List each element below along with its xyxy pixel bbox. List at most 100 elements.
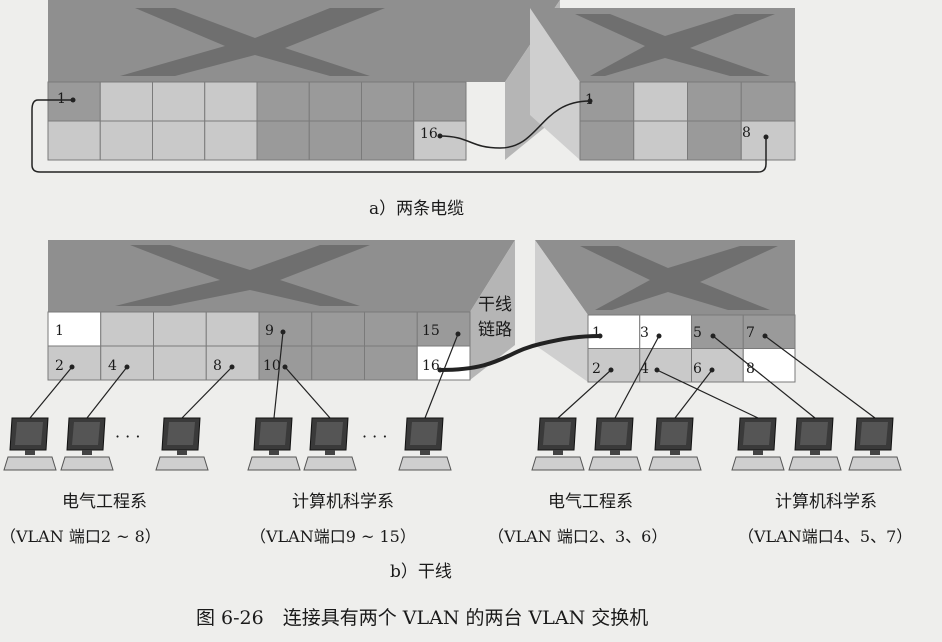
port-label: 2 [55,358,64,374]
cable-dot [70,97,76,103]
computer-icon [848,417,902,471]
trunk-label: 链路 [478,320,512,340]
switch-port [99,81,153,122]
port-label: 2 [592,361,601,377]
keyboard [588,456,642,471]
host-cables [29,329,876,419]
group-ports: （VLAN端口4、5、7） [738,527,912,546]
host-cable [424,333,459,419]
computer-icon [247,417,301,471]
screen [660,422,688,445]
port-label: 8 [746,361,755,377]
switch-port [413,81,467,122]
computer-icon [648,417,702,471]
cable-dot [229,364,235,370]
switch-port [308,81,362,122]
port-label: 8 [742,125,751,141]
port-label: 16 [422,358,440,374]
ellipsis: · · · [362,427,387,446]
host-cable [29,366,73,419]
port-label: 7 [746,325,755,341]
screen [800,422,828,445]
switch-side-face [535,240,588,382]
cable-dot [762,333,768,339]
stand [325,450,335,455]
cable-dot [124,364,130,370]
host-cable [656,369,759,419]
switch-port [416,311,471,347]
port-label: 10 [263,358,281,374]
cable-dot [597,333,603,339]
port-grid [579,81,796,161]
switch-port [633,81,688,122]
keyboard [398,456,452,471]
computer-icon [588,417,642,471]
host-cable [284,366,331,419]
switch-port [258,311,313,347]
switch-port [639,314,692,349]
cable-dot [69,364,75,370]
cable-dot [455,331,461,337]
cable-dot [437,133,443,139]
switch-a-left: 1 16 [47,0,560,161]
switch-port [47,345,102,381]
switch-port [579,120,635,161]
switch-port [99,120,153,161]
group-name: 计算机科学系 [775,492,877,512]
switch-port [587,314,641,349]
group-name: 电气工程系 [548,492,633,512]
switch-port [311,311,365,347]
screen [259,422,287,445]
keyboard [247,456,301,471]
computer-icon [3,417,57,471]
switch-port [308,120,362,161]
stand [870,450,880,455]
switch-b-right: 1 3 5 7 2 4 6 8 [535,240,796,383]
keyboard [848,456,902,471]
group-ports: （VLAN端口9 ~ 15） [250,527,416,546]
stand [670,450,680,455]
port-label: 3 [640,325,649,341]
trunk-link [439,334,601,372]
stand [753,450,763,455]
switch-port [47,120,101,161]
computer-icon [303,417,357,471]
ellipsis: · · · [115,427,140,446]
cable-1 [439,100,591,149]
computer-icon [155,417,209,471]
host-cable [273,331,284,419]
keyboard [155,456,209,471]
switch-a-right: 1 8 [530,8,796,161]
port-grid [47,81,467,161]
switch-port [100,311,154,347]
switch-x-mark [580,246,778,310]
port-label: 1 [55,323,64,339]
switch-port [364,345,418,381]
port-grid [47,311,471,381]
stand [420,450,430,455]
keyboard [303,456,357,471]
switch-port [256,81,310,122]
subcaption-a: a）两条电缆 [369,199,464,219]
group-name: 计算机科学系 [292,492,394,512]
stand [82,450,92,455]
stand [25,450,35,455]
keyboard [531,456,585,471]
cable-2 [31,99,767,173]
switch-port [742,348,796,383]
port-label: 16 [420,126,438,142]
cable-dot [608,367,614,373]
switch-port [639,348,692,383]
host-cable [764,335,876,419]
cable-dot [710,333,716,339]
switch-side-face [470,240,515,380]
host-cable [557,369,612,419]
host-computers [3,417,902,471]
diagram-a: 1 16 1 8 a）两条电缆 [31,0,796,219]
host-cable [86,366,128,419]
computer-icon [531,417,585,471]
keyboard [60,456,114,471]
computer-icon [60,417,114,471]
stand [610,450,620,455]
